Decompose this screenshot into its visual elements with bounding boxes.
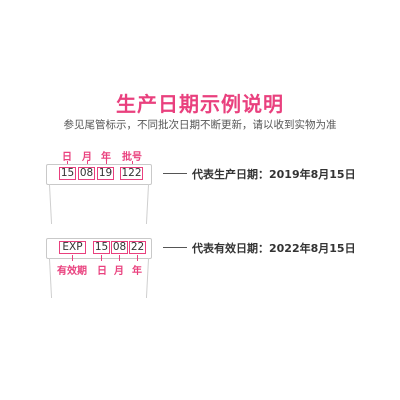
- page-title: 生产日期示例说明: [116, 92, 284, 116]
- label-day: 日: [62, 152, 72, 163]
- label-year: 年: [101, 152, 111, 163]
- label-year: 年: [132, 266, 142, 277]
- code-day: 15: [93, 241, 110, 254]
- code-year: 19: [97, 167, 114, 180]
- production-callout: 代表生产日期：2019年8月15日: [192, 168, 356, 181]
- code-exp: EXP: [59, 241, 86, 254]
- code-day: 15: [59, 167, 76, 180]
- tick-year: [137, 255, 138, 261]
- tube-edge-left: [48, 258, 53, 298]
- expiry-callout: 代表有效日期：2022年8月15日: [192, 242, 356, 255]
- tick-day: [101, 255, 102, 261]
- label-month: 月: [82, 152, 92, 163]
- tick-exp: [72, 255, 73, 261]
- tube-edge-right: [145, 258, 150, 298]
- tube-edge-left: [48, 184, 53, 224]
- code-month: 08: [78, 167, 95, 180]
- code-batch: 122: [120, 167, 143, 180]
- production-callout-line: [163, 173, 187, 174]
- expiry-callout-line: [163, 247, 187, 248]
- production-tube: 15 08 19 122: [46, 164, 152, 224]
- expiry-tube: EXP 15 08 22: [46, 238, 152, 298]
- code-month: 08: [111, 241, 128, 254]
- label-month: 月: [114, 266, 124, 277]
- code-year: 22: [129, 241, 146, 254]
- label-day: 日: [97, 266, 107, 277]
- tick-month: [119, 255, 120, 261]
- label-exp: 有效期: [57, 266, 87, 277]
- tube-edge-right: [145, 184, 150, 224]
- page-subtitle: 参见尾管标示，不同批次日期不断更新，请以收到实物为准: [63, 119, 337, 131]
- label-batch: 批号: [122, 152, 142, 163]
